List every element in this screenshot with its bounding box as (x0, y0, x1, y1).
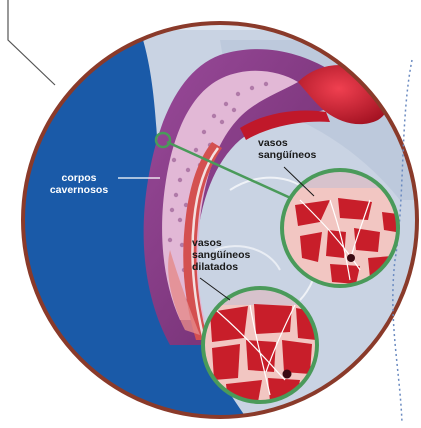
label-dilatados-line1: vasos (192, 237, 250, 249)
label-vasos-line1: vasos (258, 137, 316, 149)
magnifier-normal (280, 168, 400, 288)
label-corpos-line1: corpos (40, 172, 118, 184)
label-dilatados-line2: sangüíneos (192, 249, 250, 261)
label-vasos-sanguineos: vasos sangüíneos (258, 137, 316, 161)
label-vasos-line2: sangüíneos (258, 149, 316, 161)
corner-leader-line (8, 0, 55, 85)
label-dilatados-line3: dilatados (192, 261, 250, 273)
label-corpos-cavernosos: corpos cavernosos (40, 172, 118, 196)
label-vasos-dilatados: vasos sangüíneos dilatados (192, 237, 250, 273)
label-corpos-line2: cavernosos (40, 184, 118, 196)
